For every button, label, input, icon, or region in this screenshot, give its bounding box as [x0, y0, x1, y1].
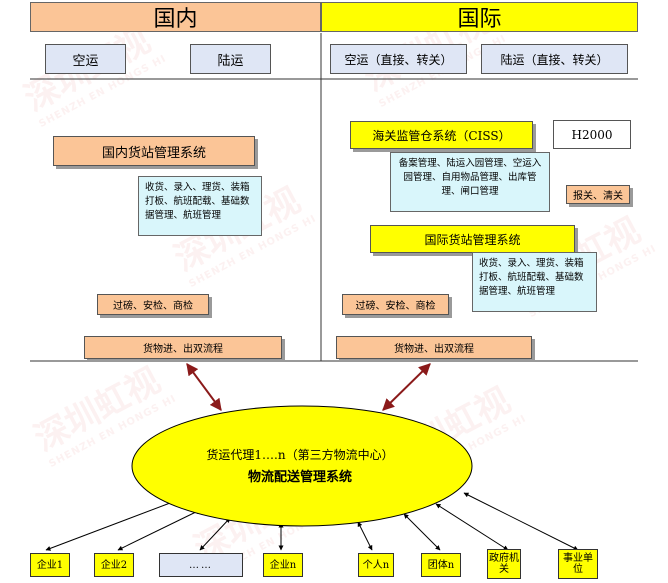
leaf-ellipsis: …… — [159, 553, 243, 577]
arrow-leaf-8 — [463, 492, 579, 551]
leaf-enterprise-n: 企业n — [263, 553, 303, 577]
logistics-center-ellipse — [131, 405, 473, 527]
leaf-enterprise-2: 企业2 — [94, 553, 134, 577]
international-cargo-note: 收货、录入、理货、装箱打板、航班配载、基础数据管理、航班管理 — [472, 252, 597, 312]
international-flow-box: 货物进、出双流程 — [336, 336, 532, 359]
arrow-leaf-1 — [45, 499, 179, 551]
arrow-leaf-5 — [357, 521, 373, 551]
leaf-enterprise-1: 企业1 — [30, 553, 70, 577]
arrow-leaf-2 — [117, 509, 201, 551]
domestic-inspection-box: 过磅、安检、商检 — [97, 294, 209, 315]
domestic-land-box: 陆运 — [190, 44, 271, 74]
arrow-domestic — [186, 363, 222, 411]
domestic-cargo-system: 国内货站管理系统 — [53, 136, 255, 166]
international-air-box: 空运（直接、转关） — [330, 44, 467, 74]
arrow-leaf-7 — [435, 503, 509, 551]
arrow-leaf-3 — [199, 517, 231, 551]
leaf-group: 团体n — [421, 553, 461, 577]
customs-system-box: 海关监管仓系统（CISS） — [350, 121, 533, 149]
domestic-air-box: 空运 — [45, 44, 126, 74]
international-inspection-box: 过磅、安检、商检 — [342, 294, 449, 315]
declare-box: 报关、清关 — [566, 185, 630, 204]
domestic-cargo-note: 收货、录入、理货、装箱打板、航班配载、基础数据管理、航班管理 — [138, 176, 262, 236]
domestic-flow-box: 货物进、出双流程 — [84, 336, 282, 359]
leaf-individual: 个人n — [358, 553, 394, 577]
customs-note: 备案管理、陆运入园管理、空运入园管理、自用物品管理、出库管理、闸口管理 — [390, 152, 550, 212]
international-land-box: 陆运（直接、转关） — [481, 44, 628, 74]
leaf-government: 政府机关 — [487, 549, 521, 579]
domestic-header: 国内 — [30, 2, 321, 32]
arrow-international — [382, 363, 431, 411]
leaf-institution: 事业单位 — [558, 549, 598, 579]
international-cargo-system: 国际货站管理系统 — [370, 225, 575, 253]
international-header: 国际 — [321, 2, 638, 32]
h2000-box: H2000 — [553, 120, 631, 149]
arrow-leaf-6 — [403, 513, 441, 551]
center-line1: 货运代理1….n（第三方物流中心） — [206, 448, 394, 462]
center-line2: 物流配送管理系统 — [247, 470, 352, 485]
